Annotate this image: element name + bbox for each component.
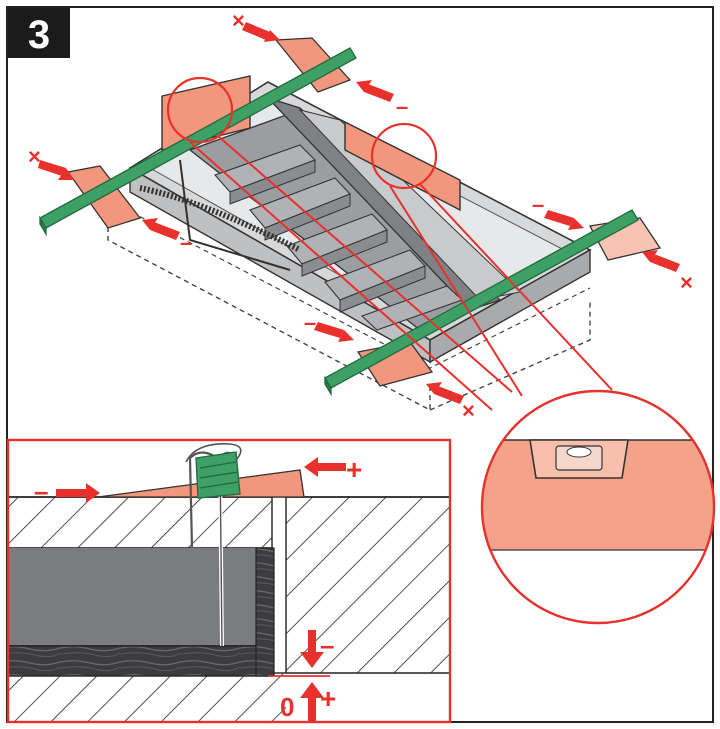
sign-zero: 0 <box>280 692 294 722</box>
fixing-clip <box>188 451 215 549</box>
sign-times: × <box>680 270 693 295</box>
sign-minus: – <box>396 94 408 119</box>
bubble <box>566 446 592 458</box>
level-bubble-magnifier <box>480 389 716 625</box>
sign-plus: + <box>320 683 336 714</box>
sign-minus: – <box>532 192 544 217</box>
sign-times: × <box>232 8 245 33</box>
sign-minus: – <box>180 230 192 255</box>
step-number: 3 <box>28 13 50 57</box>
green-battens <box>39 47 639 397</box>
sign-minus: – <box>304 310 316 335</box>
callout-circle-right <box>370 122 438 190</box>
sign-minus: – <box>320 630 334 660</box>
adjust-arrows <box>38 22 680 404</box>
callout-leader-lines <box>189 135 613 411</box>
callout-circle-left <box>166 76 234 144</box>
step-badge: 3 <box>8 8 70 58</box>
wood-section <box>8 645 273 677</box>
hinge-spring <box>139 185 302 253</box>
sign-minus: – <box>34 476 48 506</box>
inset-border <box>6 438 452 724</box>
sign-labels: × – × – – × – × <box>28 8 693 423</box>
wedge-detail-inset: – + – + 0 <box>6 438 452 724</box>
sign-times: × <box>28 144 41 169</box>
sign-plus: + <box>346 454 362 485</box>
sign-times: × <box>462 398 475 423</box>
attic-hatch-drawing: × – × – – × – × <box>28 8 693 423</box>
inset-arrows <box>56 457 346 722</box>
